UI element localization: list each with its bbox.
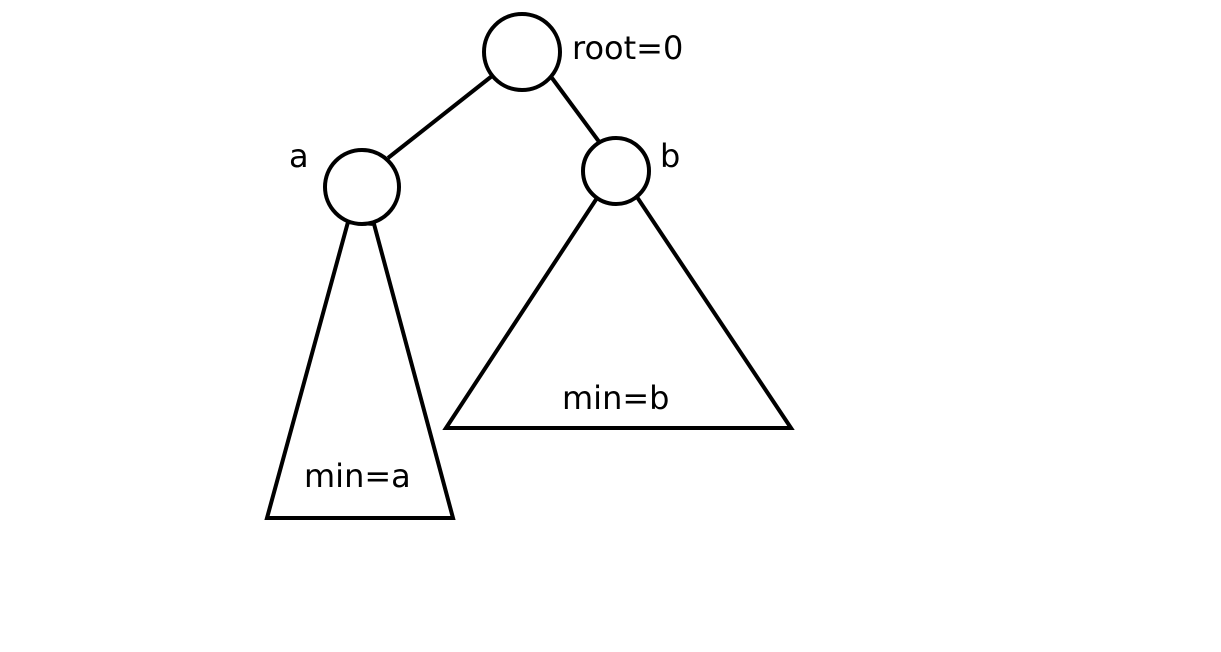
node-b — [581, 136, 651, 206]
root-label: root=0 — [572, 29, 683, 67]
node-b-label: b — [660, 137, 680, 175]
subtree-a-label: min=a — [304, 457, 411, 495]
edge-root-to-a — [386, 74, 494, 160]
node-a-label: a — [289, 137, 309, 175]
node-a — [323, 148, 401, 226]
root-node — [482, 12, 562, 92]
subtree-b-label: min=b — [562, 379, 669, 417]
edge-root-to-b — [550, 76, 602, 145]
